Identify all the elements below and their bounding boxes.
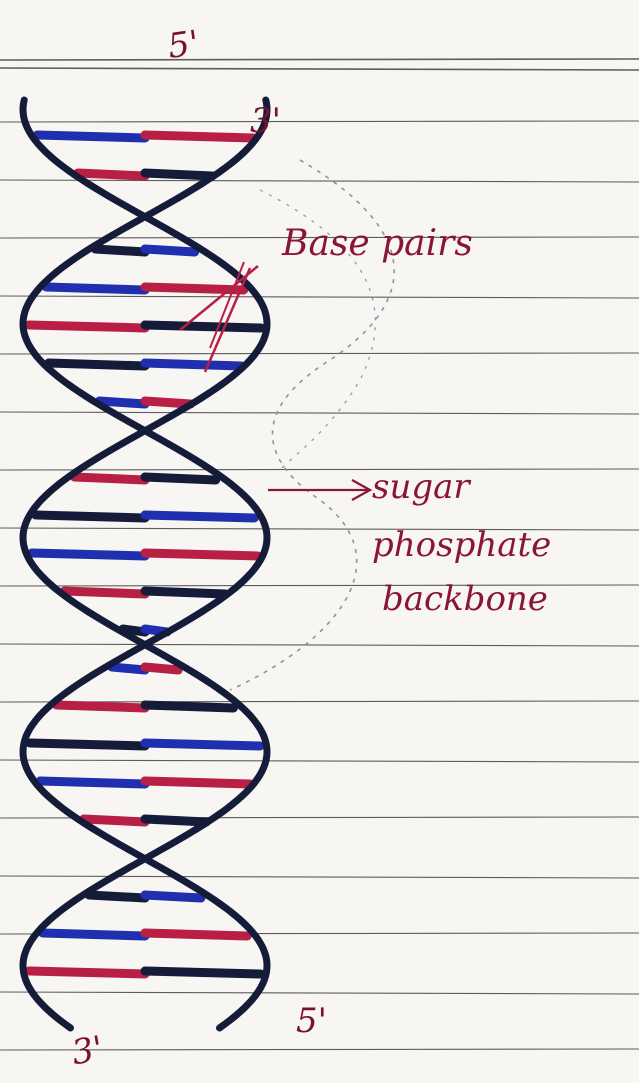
base-pair-half-right bbox=[145, 781, 250, 784]
base-pair-half-right bbox=[145, 553, 258, 556]
base-pairs-pointer-2 bbox=[205, 268, 250, 372]
base-pair-half-right bbox=[145, 363, 241, 366]
ruled-line bbox=[0, 180, 639, 182]
ruled-line bbox=[0, 760, 639, 762]
three-prime-top-label: 3' bbox=[250, 104, 281, 138]
base-pair-half-left bbox=[84, 819, 145, 822]
ruled-line bbox=[0, 68, 639, 70]
backbone-label-line-3: backbone bbox=[382, 582, 548, 616]
base-pair-half-left bbox=[57, 705, 145, 708]
base-pair-half-right bbox=[145, 477, 216, 480]
backbone-pointer-arrow bbox=[268, 480, 370, 500]
ruled-line bbox=[0, 644, 639, 646]
base-pair-half-left bbox=[37, 135, 145, 138]
ruled-line bbox=[0, 469, 639, 470]
base-pair-half-left bbox=[43, 933, 145, 936]
base-pair-half-left bbox=[36, 515, 145, 518]
five-prime-bottom-label: 5' bbox=[296, 1004, 327, 1038]
base-pair-half-left bbox=[89, 895, 145, 898]
base-pairs bbox=[29, 135, 261, 974]
base-pair-half-right bbox=[145, 971, 261, 974]
base-pair-half-left bbox=[78, 173, 145, 176]
ruled-line bbox=[0, 353, 639, 354]
base-pair-half-left bbox=[49, 363, 145, 366]
ruled-line bbox=[0, 121, 639, 122]
backbone-label-line-2: phosphate bbox=[372, 528, 551, 562]
base-pair-half-right bbox=[145, 667, 178, 670]
base-pair-half-right bbox=[145, 515, 254, 518]
base-pair-half-right bbox=[145, 401, 191, 404]
base-pair-half-right bbox=[145, 249, 195, 252]
base-pair-half-left bbox=[40, 781, 145, 784]
ruled-line bbox=[0, 59, 639, 60]
base-pair-half-left bbox=[46, 287, 145, 290]
ruled-line bbox=[0, 296, 639, 298]
base-pair-half-right bbox=[145, 325, 261, 328]
base-pair-half-right bbox=[145, 933, 247, 936]
base-pairs-label: Base pairs bbox=[282, 226, 473, 262]
base-pair-half-left bbox=[74, 477, 145, 480]
base-pair-half-right bbox=[145, 135, 253, 138]
base-pair-half-right bbox=[145, 705, 233, 708]
three-prime-bottom-label: 3' bbox=[69, 1032, 105, 1071]
base-pair-half-right bbox=[145, 743, 260, 746]
ruled-line bbox=[0, 876, 639, 878]
base-pair-half-left bbox=[99, 401, 145, 404]
ruled-line bbox=[0, 412, 639, 414]
sugar-phosphate-backbone bbox=[23, 100, 267, 1028]
base-pair-half-left bbox=[29, 971, 145, 974]
base-pair-half-right bbox=[145, 173, 212, 176]
base-pair-half-left bbox=[95, 249, 145, 252]
base-pair-half-right bbox=[145, 819, 206, 822]
backbone-strand-1 bbox=[23, 100, 267, 1028]
base-pair-half-right bbox=[145, 895, 201, 898]
base-pair-half-left bbox=[112, 667, 145, 670]
base-pair-half-left bbox=[64, 591, 145, 594]
base-pair-half-right bbox=[145, 591, 226, 594]
base-pair-half-left bbox=[32, 553, 145, 556]
base-pair-half-left bbox=[30, 743, 145, 746]
five-prime-top-label: 5' bbox=[166, 26, 201, 64]
backbone-label-line-1: sugar bbox=[372, 470, 470, 504]
base-pair-half-left bbox=[29, 325, 145, 328]
base-pairs-pointer-3 bbox=[210, 262, 244, 348]
ruled-line bbox=[0, 992, 639, 994]
backbone-strand-2 bbox=[23, 100, 267, 1028]
